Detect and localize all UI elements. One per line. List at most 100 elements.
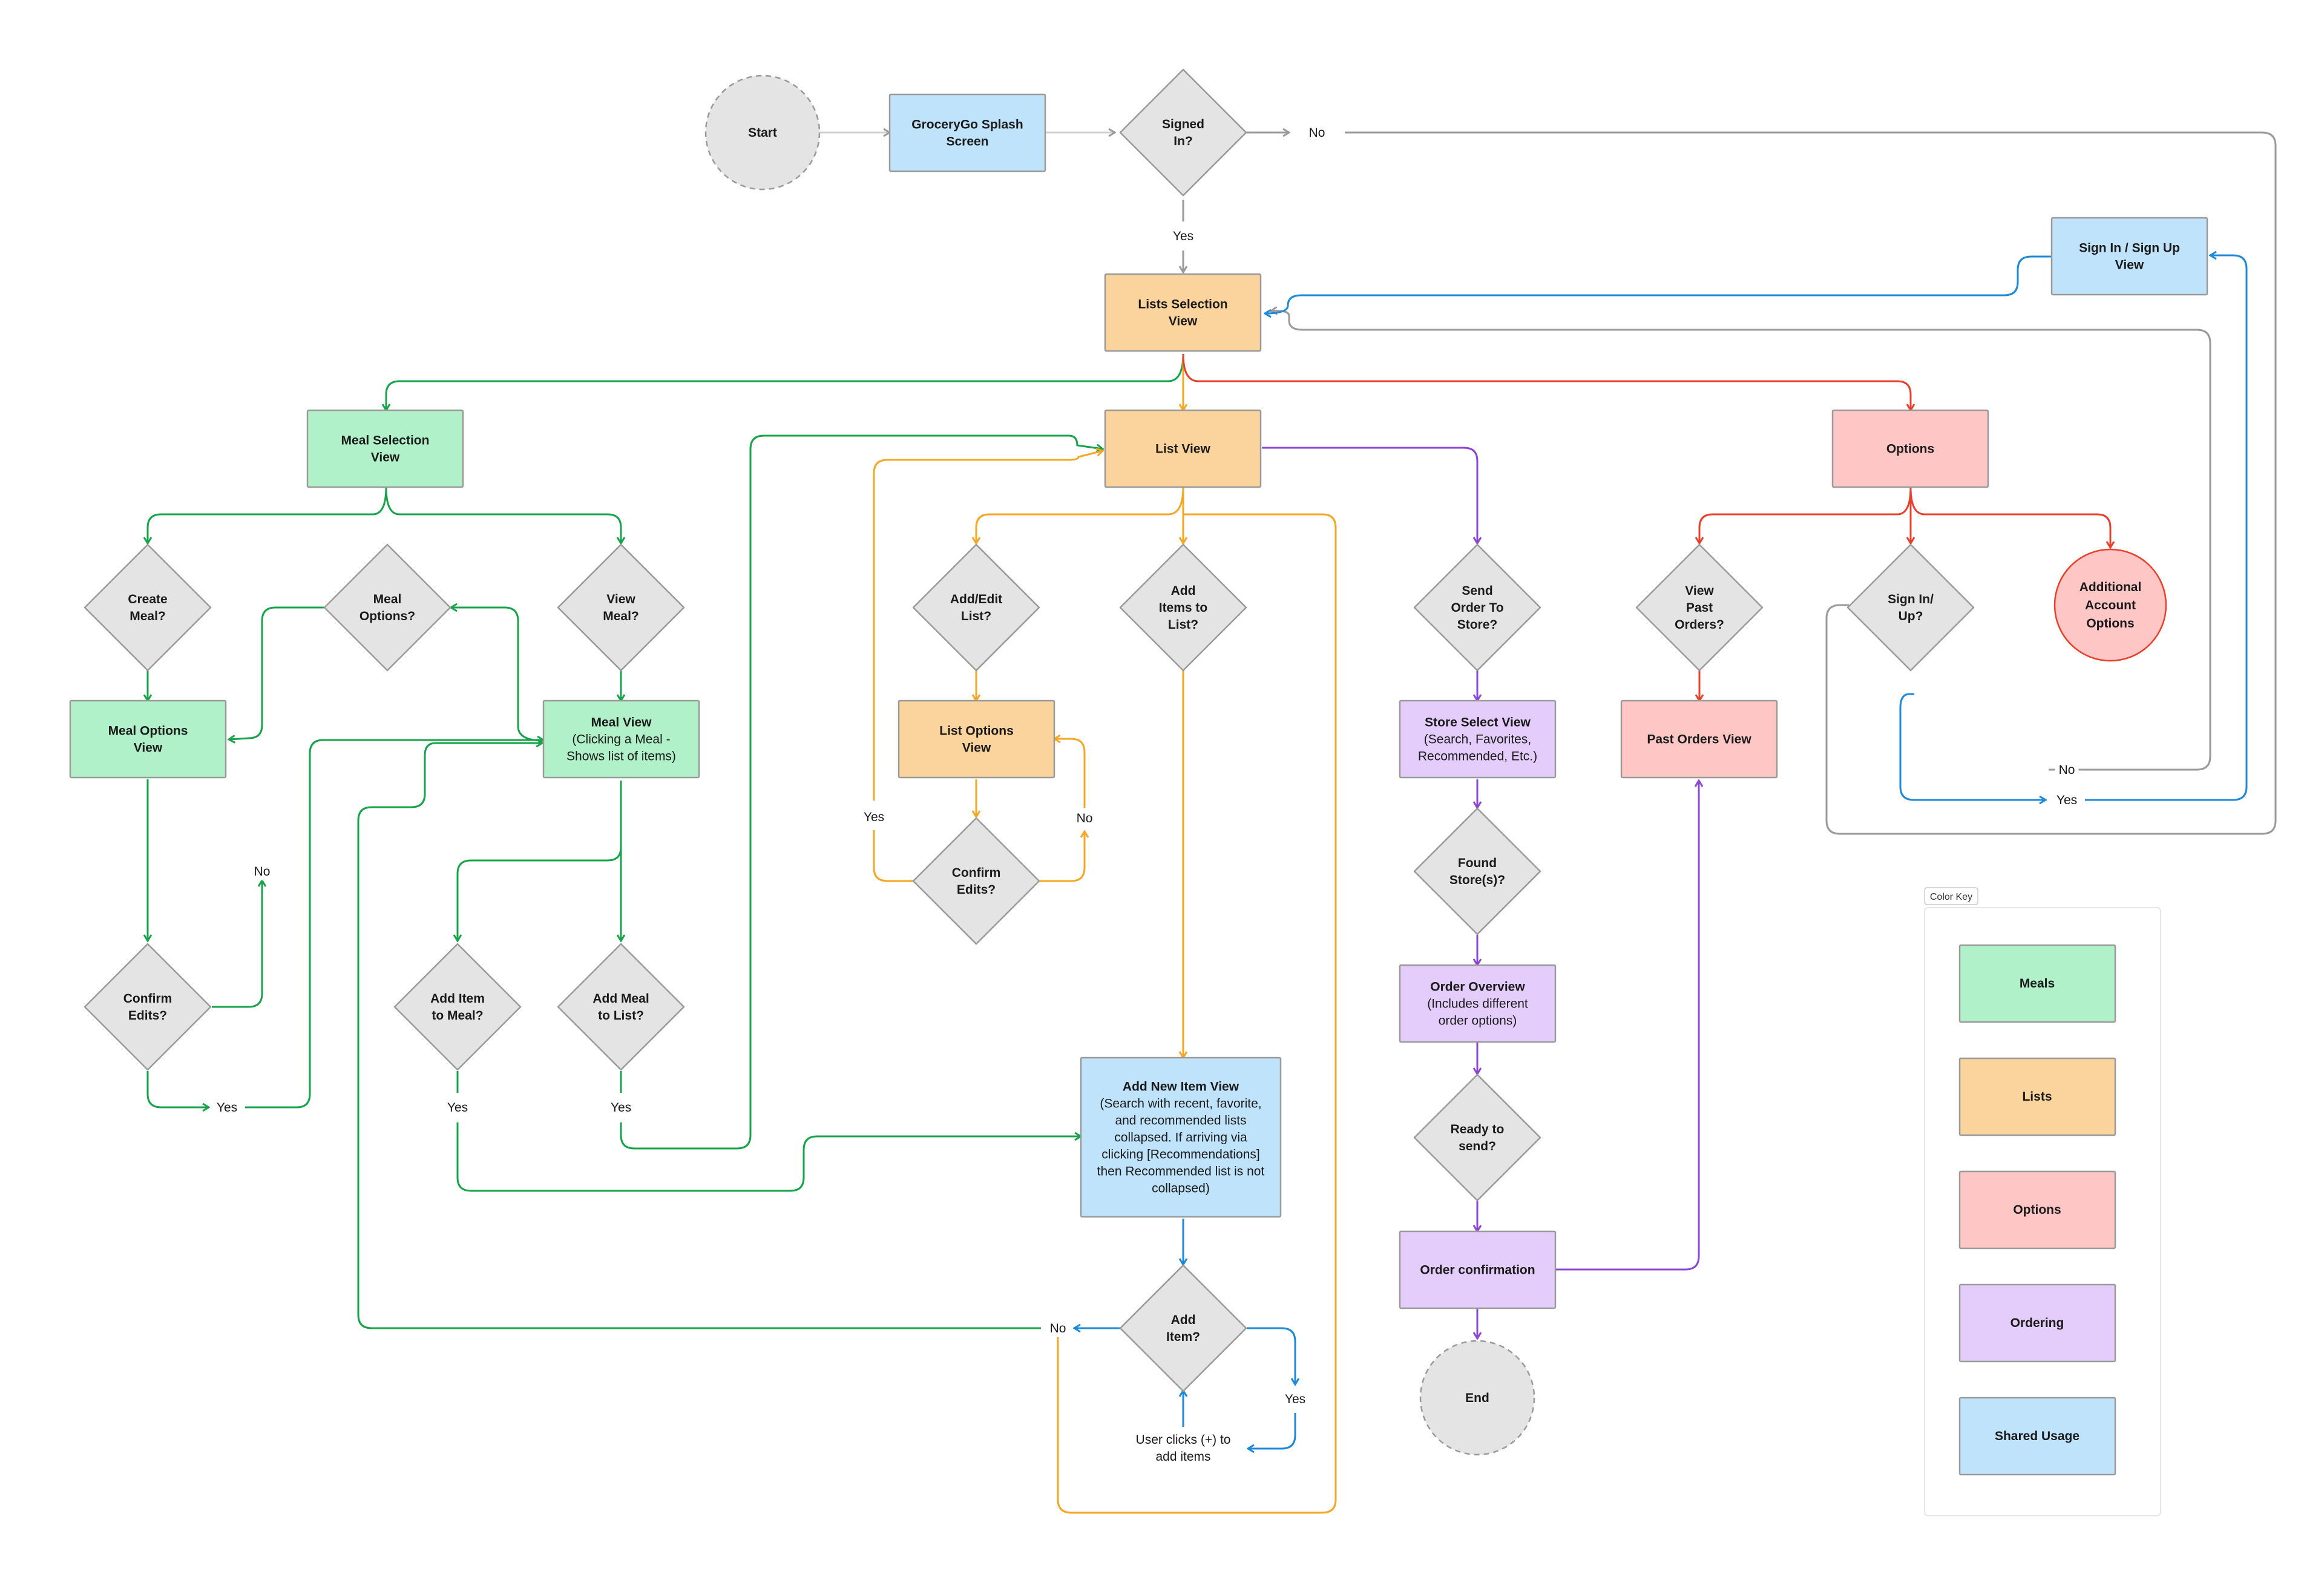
confirm-edits-list-decision xyxy=(912,817,1040,945)
edge-options-additional xyxy=(1909,486,2110,548)
label-yes-meal-confirm: Yes xyxy=(217,1101,237,1115)
label-yes-signed-in-bg xyxy=(1169,228,1198,245)
edge-listconfirm-no xyxy=(1040,831,1085,882)
label-yes-sign-in: Yes xyxy=(2056,793,2077,807)
list-view-node xyxy=(1104,409,1262,488)
meal-view-node-subtitle: (Clicking a Meal -Shows list of items) xyxy=(566,733,676,764)
add-edit-list-decision xyxy=(912,543,1040,672)
meal-options-view-node xyxy=(69,699,227,779)
splash-screen-node xyxy=(888,93,1046,172)
edge-listview-loop xyxy=(1057,513,1337,1514)
label-no-signed-in: No xyxy=(1309,126,1325,140)
label-no-add-item: No xyxy=(1050,1322,1066,1335)
meal-view-node-title: Meal View xyxy=(591,716,652,730)
label-no-list-confirm-bg xyxy=(1072,810,1097,827)
legend-swatch xyxy=(1958,1283,2116,1363)
confirm-edits-meal-decision xyxy=(84,943,212,1071)
color-key-legend: Color Key MealsListsOptionsOrderingShare… xyxy=(1924,887,2161,1516)
edge-confirm-no xyxy=(212,880,262,1008)
edge-additem-yes xyxy=(1247,1327,1295,1384)
start-node-label: Start xyxy=(748,126,777,140)
label-yes-add-item-meal: Yes xyxy=(447,1101,468,1115)
edge-no-listoptions xyxy=(1054,739,1086,808)
add-new-item-node-subtitle: (Search with recent, favorite,and recomm… xyxy=(1097,1097,1265,1196)
legend-label: Ordering xyxy=(2011,1316,2064,1330)
legend-item: Shared Usage xyxy=(1958,1397,2116,1476)
add-items-to-list-decision xyxy=(1119,543,1247,672)
sign-in-up-decision xyxy=(1846,543,1975,672)
label-yes-add-item-bg xyxy=(1281,1390,1310,1408)
legend-label: Shared Usage xyxy=(1995,1429,2079,1443)
label-yes-sign-in-bg xyxy=(2052,791,2081,809)
order-confirmation-node xyxy=(1399,1230,1557,1309)
label-no-sign-in: No xyxy=(2059,763,2075,777)
edge-mealview-mealoptionsq xyxy=(451,608,544,742)
edge-listconfirm-yes xyxy=(873,830,913,882)
sign-in-view-node xyxy=(2050,217,2208,296)
sign-in-up-decision-label: Sign In/Up? xyxy=(1888,592,1934,623)
edge-listview-send xyxy=(1262,447,1477,543)
add-item-decision xyxy=(1119,1264,1247,1392)
label-no-meal-confirm: No xyxy=(254,865,271,879)
edge-confirmation-pastorders xyxy=(1555,781,1699,1271)
legend-item: Options xyxy=(1958,1170,2116,1250)
store-select-node-title: Store Select View xyxy=(1425,716,1531,730)
legend-label: Lists xyxy=(2022,1090,2052,1104)
signed-in-decision xyxy=(1119,68,1247,197)
order-overview-node-title: Order Overview xyxy=(1430,980,1525,994)
store-select-node-subtitle: (Search, Favorites,Recommended, Etc.) xyxy=(1418,733,1537,764)
legend-title-tag xyxy=(1924,887,1978,905)
options-node xyxy=(1831,409,1989,488)
label-no-add-item-bg xyxy=(1046,1320,1070,1337)
label-no-signed-in-bg xyxy=(1305,124,1329,142)
order-overview-node xyxy=(1399,964,1557,1043)
lists-selection-node xyxy=(1104,273,1262,352)
edge-mealoptionsq-mealoptionsview xyxy=(229,606,324,739)
label-yes-list-confirm-bg xyxy=(859,808,888,826)
edge-listview-addedit xyxy=(976,486,1184,543)
past-orders-view-node xyxy=(1620,699,1778,779)
label-no-meal-confirm-bg xyxy=(250,863,274,880)
edge-signinview-lists xyxy=(1265,255,2052,313)
legend-item: Ordering xyxy=(1958,1283,2116,1363)
label-no-sign-in-bg xyxy=(2055,761,2079,779)
edge-yes-signinview xyxy=(2085,255,2248,801)
edge-yes-addnewitem xyxy=(456,1122,1081,1192)
legend-item: Meals xyxy=(1958,944,2116,1023)
view-meal-decision xyxy=(557,543,685,672)
label-yes-signed-in: Yes xyxy=(1173,229,1193,243)
label-yes-meal-confirm-bg xyxy=(212,1099,241,1116)
add-new-item-node-title: Add New Item View xyxy=(1123,1080,1239,1094)
edge-no-loop xyxy=(1345,131,2277,835)
edge-signin-no-return xyxy=(1271,311,2211,771)
legend-label: Meals xyxy=(2020,977,2055,991)
view-past-orders-decision xyxy=(1635,543,1764,672)
end-node-label: End xyxy=(1465,1391,1489,1405)
found-stores-decision xyxy=(1413,807,1541,935)
ready-to-send-decision xyxy=(1413,1073,1541,1202)
edge-meal-create xyxy=(148,486,387,543)
meal-view-node xyxy=(542,699,700,779)
add-new-item-node xyxy=(1080,1056,1282,1218)
label-yes-add-meal-list: Yes xyxy=(611,1101,631,1115)
send-order-decision xyxy=(1413,543,1541,672)
legend-label: Options xyxy=(2013,1203,2061,1217)
edge-signin-yes xyxy=(1899,693,2046,800)
order-confirmation-node-label: Order confirmation xyxy=(1420,1263,1535,1277)
legend-title: Color Key xyxy=(1930,892,1972,902)
meal-options-decision xyxy=(323,543,451,672)
